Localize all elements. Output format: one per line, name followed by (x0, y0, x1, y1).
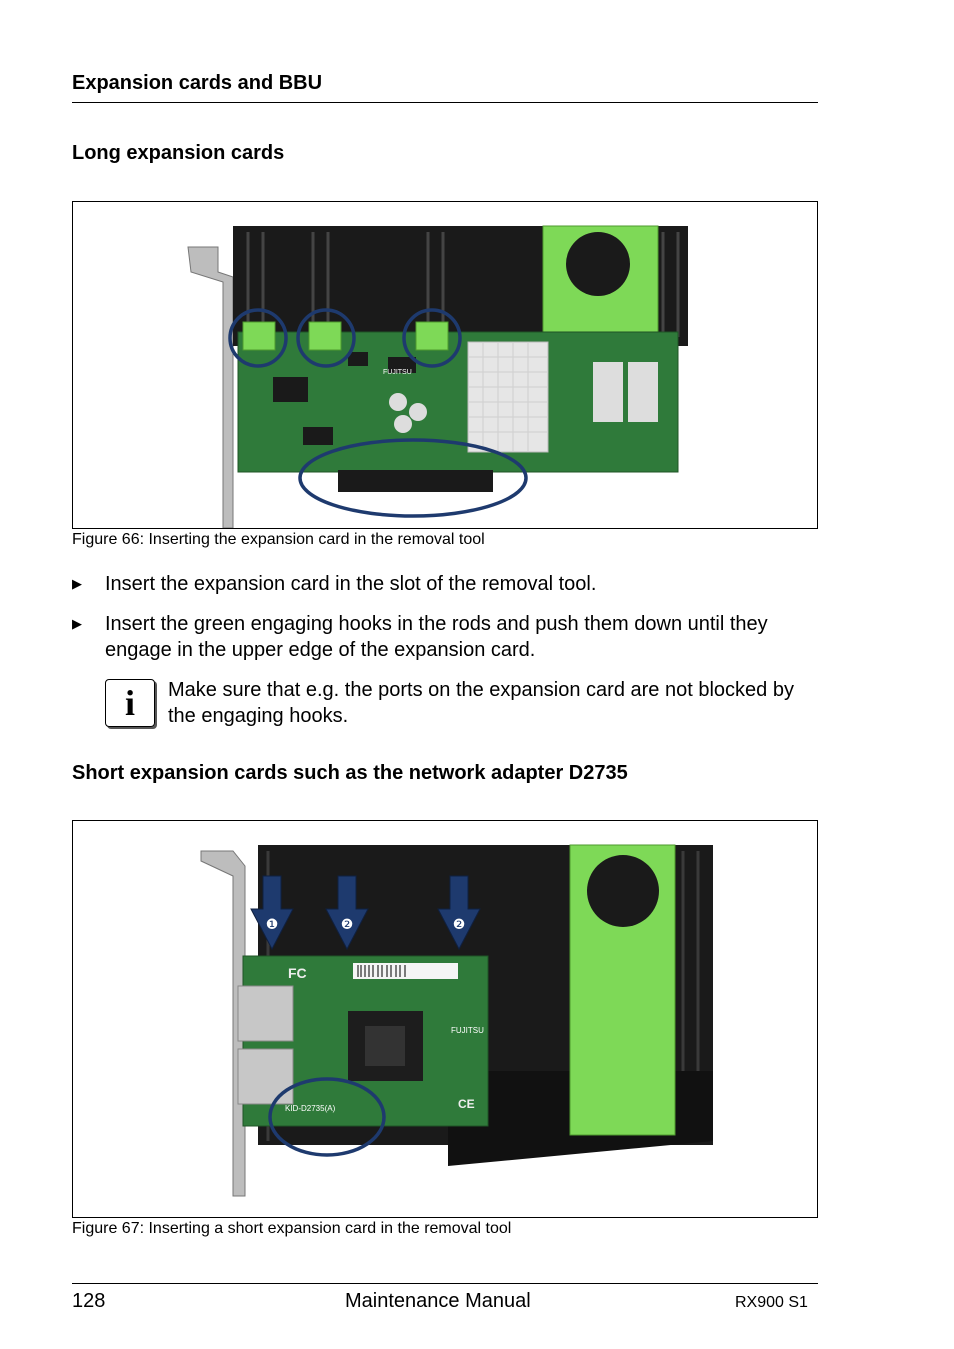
section-title-long-cards: Long expansion cards (72, 142, 285, 164)
highlight-ring-card-edge (268, 1077, 386, 1157)
card-model-label: KID-D2735(A) (285, 1104, 336, 1113)
figure-66-caption: Figure 66: Inserting the expansion card … (72, 531, 485, 548)
manual-title: Maintenance Manual (345, 1290, 531, 1312)
highlight-ring-hook-3 (402, 308, 462, 368)
arrow-3-label: ❷ (453, 917, 466, 933)
info-note-text: Make sure that e.g. the ports on the exp… (168, 679, 794, 727)
step-2: ▶ Insert the green engaging hooks in the… (72, 611, 818, 663)
step-1: ▶ Insert the expansion card in the slot … (72, 571, 818, 597)
info-icon: i (105, 679, 155, 727)
header-rule (72, 102, 818, 103)
bullet-arrow-icon: ▶ (72, 576, 82, 591)
bullet-arrow-icon: ▶ (72, 616, 82, 631)
arrow-1-label: ❶ (266, 917, 279, 933)
highlight-ring-hook-2 (296, 308, 356, 368)
running-header: Expansion cards and BBU (72, 72, 323, 94)
footer-rule (72, 1283, 818, 1284)
figure-67-caption: Figure 67: Inserting a short expansion c… (72, 1220, 512, 1237)
figure-66-illustration: FUJITSU (187, 225, 688, 528)
step-1-text: Insert the expansion card in the slot of… (105, 573, 597, 595)
section-title-short-cards: Short expansion cards such as the networ… (72, 762, 628, 784)
step-2-text: Insert the green engaging hooks in the r… (105, 613, 768, 661)
figure-66: FUJITSU (72, 201, 818, 529)
fc-mark: FC (288, 965, 307, 981)
page-number: 128 (72, 1290, 106, 1312)
highlight-ring-hook-1 (228, 308, 288, 368)
figure-67-pcb-label: FUJITSU (451, 1026, 484, 1035)
figure-66-pcb-label: FUJITSU (383, 369, 412, 376)
arrow-2-label: ❷ (341, 917, 354, 933)
figure-67-illustration: FC CE FUJITSU KID-D2735(A) ❶ ❷ ❷ (200, 844, 713, 1197)
highlight-ring-slot (298, 438, 528, 518)
product-name: RX900 S1 (735, 1294, 808, 1311)
ce-mark: CE (458, 1097, 475, 1111)
figure-67: FC CE FUJITSU KID-D2735(A) ❶ ❷ ❷ (72, 820, 818, 1218)
